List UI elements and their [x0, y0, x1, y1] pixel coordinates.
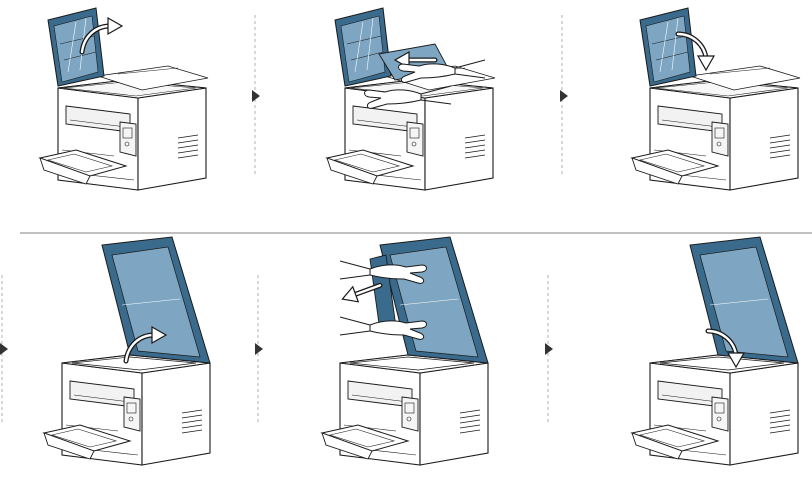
scanner-lid-icon	[639, 7, 801, 99]
scanner-lid-icon	[339, 236, 489, 374]
step-marker-icon	[0, 343, 8, 355]
step-3-adf-cover-close	[631, 7, 801, 191]
scanner-lid-icon	[61, 236, 211, 374]
step-6-scanner-lid-close	[631, 236, 799, 466]
step-marker-icon	[252, 90, 260, 102]
scanner-lid-icon	[47, 7, 209, 99]
step-5-remove-paper-from-lid	[321, 236, 489, 466]
scanner-lid-icon	[649, 236, 799, 374]
step-2-pull-jammed-paper	[326, 7, 496, 191]
step-1-adf-cover-open	[39, 7, 209, 191]
step-marker-icon	[545, 343, 553, 355]
step-marker-icon	[560, 90, 568, 102]
step-4-scanner-lid-open	[43, 236, 211, 466]
step-marker-icon	[255, 343, 263, 355]
step-markers	[0, 90, 568, 355]
